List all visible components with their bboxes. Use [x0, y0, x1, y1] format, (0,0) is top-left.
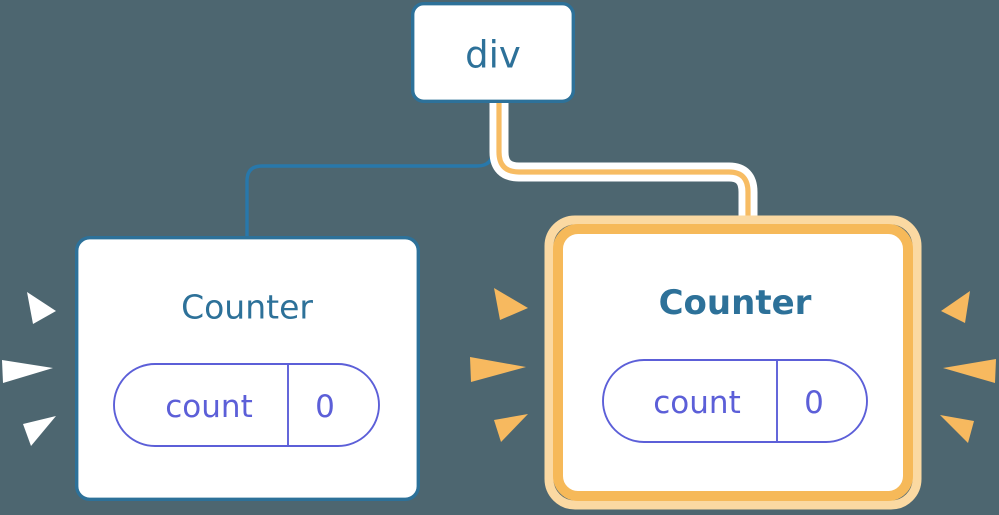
counter-left-node[interactable]: Counter count 0	[74, 235, 421, 502]
sparkle-group-right-orange	[940, 291, 996, 443]
spark-icon	[494, 288, 528, 320]
counter-right-label: Counter	[659, 283, 812, 323]
spark-icon	[23, 416, 56, 446]
state-pill-outline	[602, 359, 868, 443]
counter-right-node[interactable]: Counter count 0	[544, 215, 922, 510]
state-pill-key: count	[165, 389, 252, 425]
edge-div-to-right-counter	[489, 93, 758, 242]
div-node[interactable]: div	[411, 2, 576, 103]
spark-icon	[943, 359, 996, 383]
edge-div-to-left-counter	[245, 101, 495, 238]
state-pill-value: 0	[315, 389, 335, 425]
spark-icon	[494, 414, 528, 442]
counter-right-state-pill: count 0	[602, 359, 868, 443]
counter-left-box[interactable]	[74, 235, 421, 502]
counter-right-glow-ring	[544, 215, 922, 510]
state-pill-value: 0	[804, 385, 824, 421]
spark-icon	[470, 357, 526, 382]
state-pill-outline	[113, 363, 380, 447]
counter-left-label: Counter	[181, 288, 313, 327]
spark-icon	[940, 415, 974, 443]
spark-icon	[941, 291, 970, 323]
state-pill-key: count	[653, 385, 740, 421]
counter-right-box[interactable]	[566, 237, 900, 488]
spark-icon	[27, 292, 56, 324]
spark-icon	[2, 360, 53, 383]
sparkle-group-left-white	[2, 292, 56, 446]
div-node-label: div	[465, 34, 521, 77]
sparkle-group-middle-orange	[470, 288, 528, 442]
div-node-box[interactable]	[411, 2, 576, 103]
counter-left-state-pill: count 0	[113, 363, 380, 447]
